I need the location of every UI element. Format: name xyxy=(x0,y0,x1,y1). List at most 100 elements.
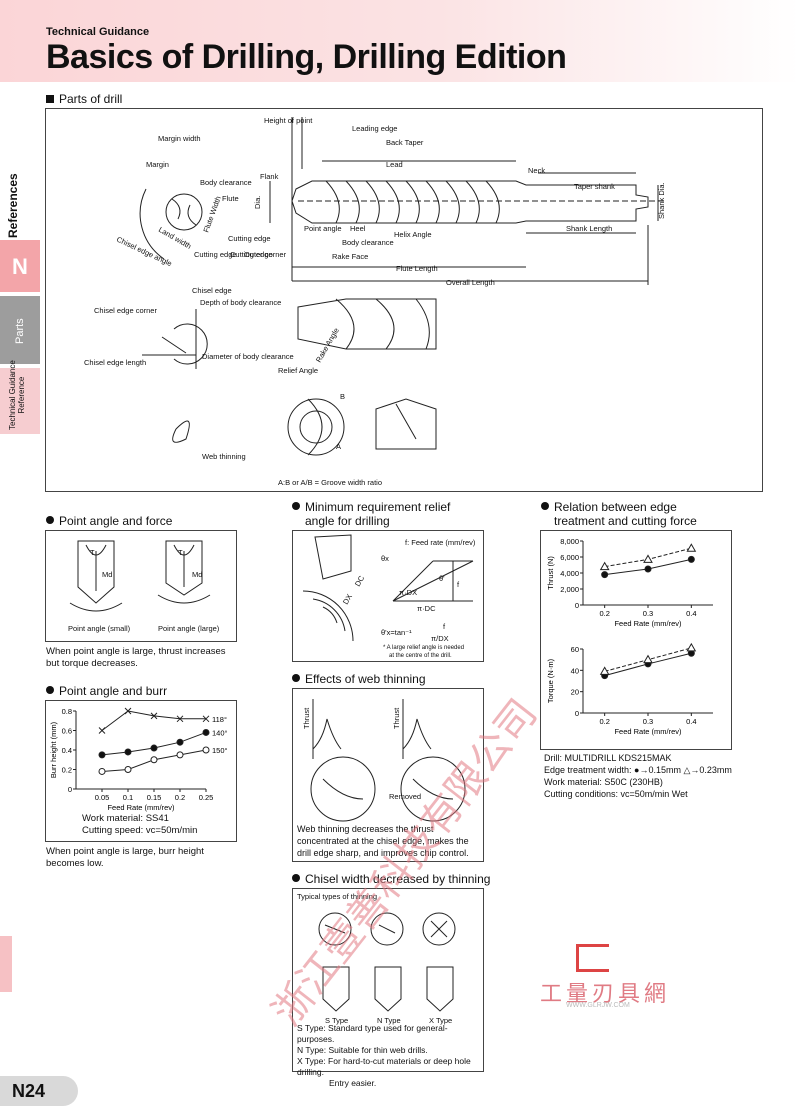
svg-text:f: Feed rate (mm/rev): f: Feed rate (mm/rev) xyxy=(405,538,476,547)
svg-text:Outer corner: Outer corner xyxy=(244,250,287,259)
svg-text:T: T xyxy=(90,548,95,557)
svg-text:θ'x=tan⁻¹: θ'x=tan⁻¹ xyxy=(381,628,412,637)
data-point xyxy=(124,707,132,715)
svg-text:Chisel edge length: Chisel edge length xyxy=(84,358,146,367)
svg-text:Flute Width: Flute Width xyxy=(201,195,222,234)
x-axis-label: Feed Rate (mm/rev) xyxy=(107,803,175,812)
svg-text:A: A xyxy=(336,442,341,451)
svg-text:Dia.: Dia. xyxy=(253,196,262,209)
data-point xyxy=(599,666,610,675)
x-tick-label: 0.4 xyxy=(686,609,696,618)
svg-text:Point angle: Point angle xyxy=(304,224,342,233)
page-number: N24 xyxy=(0,1076,78,1106)
svg-text:Thrust: Thrust xyxy=(392,707,401,729)
svg-text:Margin: Margin xyxy=(146,160,169,169)
sidebar-tab-references[interactable]: References xyxy=(0,173,40,238)
data-point xyxy=(599,561,610,571)
data-point xyxy=(601,571,609,579)
svg-text:Depth of body clearance: Depth of body clearance xyxy=(200,298,281,307)
data-point xyxy=(176,715,184,723)
sidebar-accent-bar xyxy=(0,936,12,992)
svg-text:Relief Angle: Relief Angle xyxy=(278,366,318,375)
svg-text:Removed: Removed xyxy=(389,792,421,801)
svg-text:DX: DX xyxy=(341,592,354,606)
y-tick-label: 0.2 xyxy=(62,766,72,775)
chisel-heading: Chisel width decreased by thinning xyxy=(292,872,490,886)
y-tick-label: 0.4 xyxy=(62,746,72,755)
chisel-caption: S Type: Standard type used for general-p… xyxy=(297,1023,471,1088)
x-tick-label: 0.2 xyxy=(599,609,609,618)
svg-text:Land width: Land width xyxy=(157,225,193,251)
svg-text:Flank: Flank xyxy=(260,172,279,181)
svg-text:Md: Md xyxy=(192,570,202,579)
x-tick-label: 0.2 xyxy=(175,793,185,802)
x-axis-label: Feed Rate (mm/rev) xyxy=(614,727,682,736)
y-axis-label: Torque (N·m) xyxy=(546,658,555,703)
series-line xyxy=(101,710,206,731)
data-point xyxy=(202,715,210,723)
svg-text:Rake Angle: Rake Angle xyxy=(314,326,341,364)
svg-text:Web thinning: Web thinning xyxy=(202,452,246,461)
data-point xyxy=(176,738,184,746)
sidebar-tab-parts[interactable]: Parts xyxy=(0,296,40,364)
data-point xyxy=(686,543,697,552)
svg-text:Shank Length: Shank Length xyxy=(566,224,612,233)
svg-text:Heel: Heel xyxy=(350,224,366,233)
series-label: 140° xyxy=(212,728,228,737)
watermark-logo-icon xyxy=(576,944,609,972)
svg-text:Md: Md xyxy=(102,570,112,579)
y-tick-label: 8,000 xyxy=(560,537,579,546)
svg-text:* A large relief angle is need: * A large relief angle is needed xyxy=(383,645,464,651)
y-tick-label: 0 xyxy=(68,785,72,794)
data-point xyxy=(150,712,158,720)
page-title: Basics of Drilling, Drilling Edition xyxy=(46,38,567,76)
svg-text:Flute Length: Flute Length xyxy=(396,264,438,273)
svg-text:Lead: Lead xyxy=(386,160,403,169)
svg-text:Cutting edge: Cutting edge xyxy=(230,250,273,259)
web-box: Thrust Thrust Removed Web thinning decre… xyxy=(292,688,484,862)
svg-text:Cutting edge: Cutting edge xyxy=(194,250,237,259)
svg-text:π/DX: π/DX xyxy=(431,634,449,643)
data-point xyxy=(150,744,158,752)
web-diagram: Thrust Thrust Removed xyxy=(302,699,466,822)
x-tick-label: 0.3 xyxy=(643,717,653,726)
svg-text:Chisel edge corner: Chisel edge corner xyxy=(94,306,157,315)
x-tick-label: 0.1 xyxy=(123,793,133,802)
y-tick-label: 0.6 xyxy=(62,727,72,736)
sidebar-tab-n[interactable]: N xyxy=(0,240,40,292)
web-heading: Effects of web thinning xyxy=(292,672,426,686)
y-tick-label: 0 xyxy=(575,709,579,718)
data-point xyxy=(176,751,184,759)
svg-text:N Type: N Type xyxy=(377,1016,401,1025)
data-point xyxy=(202,728,210,736)
data-point xyxy=(98,767,106,775)
svg-text:Point angle (large): Point angle (large) xyxy=(158,624,220,633)
sidebar-references-label: References xyxy=(6,173,20,238)
data-point xyxy=(644,565,652,573)
svg-text:Flute: Flute xyxy=(222,194,239,203)
data-point xyxy=(202,746,210,754)
svg-text:f: f xyxy=(457,580,460,589)
svg-text:Chisel edge: Chisel edge xyxy=(192,286,232,295)
relief-diagram: f: Feed rate (mm/rev) θxθ' fπ·DX π·DC DC… xyxy=(302,534,476,659)
x-axis-label: Feed Rate (mm/rev) xyxy=(614,619,682,628)
svg-text:Shank Dia.: Shank Dia. xyxy=(657,182,666,219)
y-axis-label: Thrust (N) xyxy=(546,556,555,590)
svg-text:Cutting edge: Cutting edge xyxy=(228,234,271,243)
y-tick-label: 0.8 xyxy=(62,707,72,716)
y-axis-label: Burr height (mm) xyxy=(49,721,58,778)
svg-text:π·DX: π·DX xyxy=(399,588,417,597)
svg-text:Taper shank: Taper shank xyxy=(574,182,615,191)
y-tick-label: 40 xyxy=(571,666,579,675)
watermark-url: WWW.GLRJW.COM xyxy=(566,1002,630,1009)
svg-text:Body clearance: Body clearance xyxy=(342,238,394,247)
header-kicker: Technical Guidance xyxy=(46,26,150,38)
svg-text:DC: DC xyxy=(353,574,367,588)
page-header: Technical Guidance Basics of Drilling, D… xyxy=(0,0,800,82)
